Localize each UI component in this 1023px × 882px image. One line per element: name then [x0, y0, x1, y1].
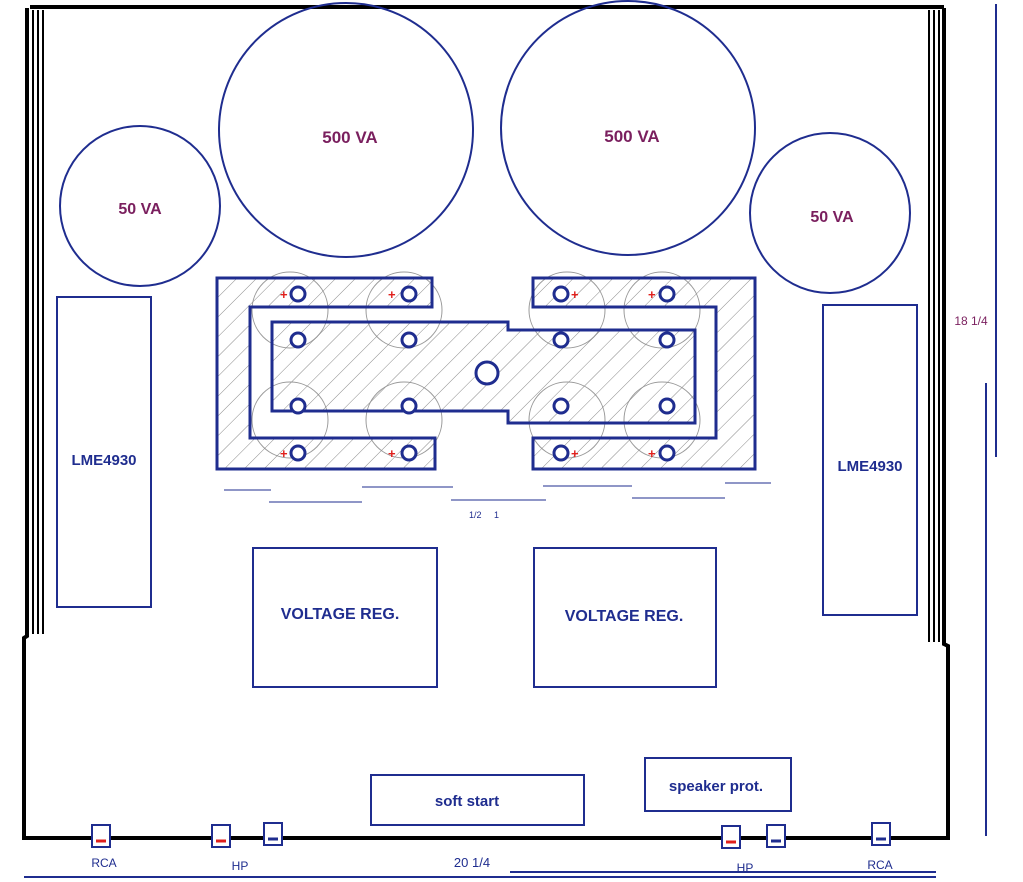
regulator-label: VOLTAGE REG.: [281, 606, 400, 623]
transformer-left-small: 50 VA: [59, 125, 221, 287]
hp-label-left: HP: [232, 859, 249, 873]
width-dimension-label: 20 1/4: [454, 855, 490, 870]
hp-jack-left-2: [263, 822, 283, 846]
amp-module-right: LME4930: [822, 304, 918, 616]
rca-jack-left: [91, 824, 111, 848]
chassis-outline: [22, 5, 950, 840]
hp-jack-right-1: [721, 825, 741, 849]
hp-jack-right-2: [766, 824, 786, 848]
amp-label: LME4930: [71, 452, 136, 469]
scale-ruler: [224, 482, 771, 503]
transformer-right-large: 500 VA: [500, 0, 756, 256]
rca-label-left: RCA: [91, 856, 116, 870]
mounting-hole: [474, 360, 500, 386]
amp-label: LME4930: [837, 458, 902, 475]
hp-jack-left-1: [211, 824, 231, 848]
soft-start-label: soft start: [435, 793, 499, 810]
capacitor-bank: + + + + + + + +: [215, 271, 757, 471]
svg-text:+: +: [648, 446, 656, 461]
voltage-regulator-left: VOLTAGE REG.: [252, 547, 438, 688]
transformer-left-large: 500 VA: [218, 2, 474, 258]
rear-jacks: [91, 822, 891, 849]
transformer-label: 500 VA: [322, 128, 377, 147]
regulator-label: VOLTAGE REG.: [565, 608, 684, 625]
speaker-protection-board: speaker prot.: [644, 757, 792, 812]
transformer-label: 500 VA: [604, 127, 659, 146]
svg-text:+: +: [280, 446, 288, 461]
svg-text:+: +: [648, 287, 656, 302]
svg-text:+: +: [388, 446, 396, 461]
capacitor-polarity-plus: + + + + + + + +: [280, 287, 656, 461]
amp-module-left: LME4930: [56, 296, 152, 608]
soft-start-board: soft start: [370, 774, 585, 826]
height-dimension-line: [985, 4, 997, 836]
svg-text:+: +: [388, 287, 396, 302]
scale-label-half: 1/2: [469, 510, 482, 520]
svg-text:+: +: [571, 287, 579, 302]
height-dimension-label: 18 1/4: [954, 314, 988, 328]
jack-pin-marks: [96, 837, 886, 844]
speaker-prot-label: speaker prot.: [669, 778, 763, 795]
svg-text:+: +: [571, 446, 579, 461]
capacitor-terminals: [289, 285, 676, 462]
rca-label-right: RCA: [867, 858, 892, 872]
transformer-label: 50 VA: [810, 209, 854, 226]
voltage-regulator-right: VOLTAGE REG.: [533, 547, 717, 688]
scale-label-one: 1: [494, 510, 499, 520]
width-dimension-line: [24, 871, 936, 878]
transformer-right-small: 50 VA: [749, 132, 911, 294]
svg-text:+: +: [280, 287, 288, 302]
rca-jack-right: [871, 822, 891, 846]
transformer-label: 50 VA: [118, 201, 162, 218]
